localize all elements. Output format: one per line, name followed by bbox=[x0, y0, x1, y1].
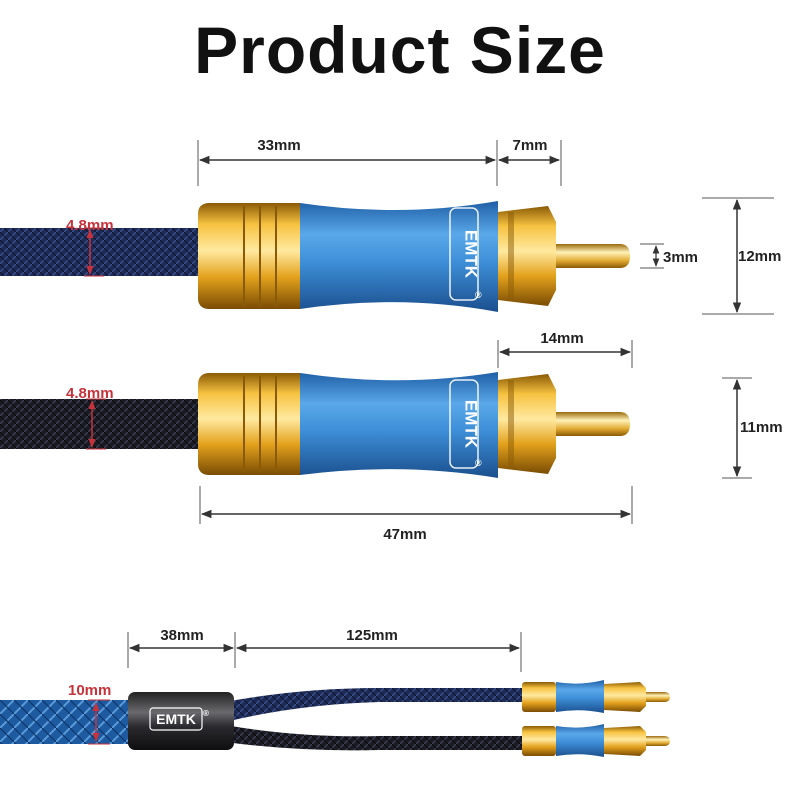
dimension-label: 38mm bbox=[160, 627, 203, 644]
dimension-label: 14mm bbox=[540, 330, 583, 347]
gold-sleeve bbox=[498, 374, 556, 474]
dimension-7mm: 7mm bbox=[497, 137, 562, 186]
splitter-housing bbox=[128, 692, 234, 750]
dimension-33mm: 33mm bbox=[197, 137, 498, 186]
dimension-label: 12mm bbox=[738, 248, 781, 265]
dimension-14mm: 14mm bbox=[497, 330, 633, 368]
registered-mark: ® bbox=[475, 458, 482, 468]
dimension-125mm: 125mm bbox=[235, 627, 522, 672]
dimension-47mm: 47mm bbox=[199, 486, 633, 543]
rca-plug-bottom: EMTK ® bbox=[0, 372, 630, 478]
dimension-4.8mm-top: 4.8mm bbox=[66, 217, 114, 277]
dimension-label: 47mm bbox=[383, 526, 426, 543]
dimension-11mm: 11mm bbox=[722, 377, 783, 479]
dimension-38mm: 38mm bbox=[127, 627, 236, 668]
gold-collar bbox=[198, 203, 300, 309]
center-pin bbox=[556, 244, 630, 268]
gold-sleeve bbox=[498, 206, 556, 306]
rca-plug-top: EMTK ® bbox=[0, 201, 630, 312]
mini-plug-top: EMTK bbox=[522, 680, 670, 713]
center-pin bbox=[556, 412, 630, 436]
split-cable-black bbox=[225, 725, 525, 751]
cable-navy bbox=[0, 228, 210, 276]
dimension-label: 33mm bbox=[257, 137, 300, 154]
blue-body bbox=[300, 201, 498, 312]
dimension-4.8mm-bottom: 4.8mm bbox=[66, 385, 114, 450]
dimension-label: 4.8mm bbox=[66, 217, 114, 234]
brand-logo: EMTK bbox=[156, 711, 196, 727]
page-title: Product Size bbox=[194, 13, 606, 87]
mini-plug-bottom: EMTK bbox=[522, 724, 670, 757]
splitter-cable: EMTK ® EMTK EMTK bbox=[0, 680, 670, 757]
cable-black bbox=[0, 399, 210, 449]
dimension-12mm: 12mm bbox=[702, 197, 781, 315]
dimension-label: 3mm bbox=[663, 249, 698, 266]
brand-logo: EMTK bbox=[462, 400, 481, 449]
brand-logo: EMTK bbox=[462, 230, 481, 279]
dimension-3mm: 3mm bbox=[640, 243, 698, 269]
gold-collar bbox=[198, 373, 300, 475]
dimension-label: 11mm bbox=[740, 419, 783, 436]
dimension-10mm: 10mm bbox=[68, 682, 111, 745]
blue-body bbox=[300, 372, 498, 478]
dimension-label: 4.8mm bbox=[66, 385, 114, 402]
split-cable-navy bbox=[225, 688, 525, 722]
registered-mark: ® bbox=[475, 290, 482, 300]
registered-mark: ® bbox=[203, 709, 209, 718]
dimension-label: 125mm bbox=[346, 627, 398, 644]
main-cable bbox=[0, 700, 140, 744]
dimension-label: 10mm bbox=[68, 682, 111, 699]
dimension-label: 7mm bbox=[512, 137, 547, 154]
